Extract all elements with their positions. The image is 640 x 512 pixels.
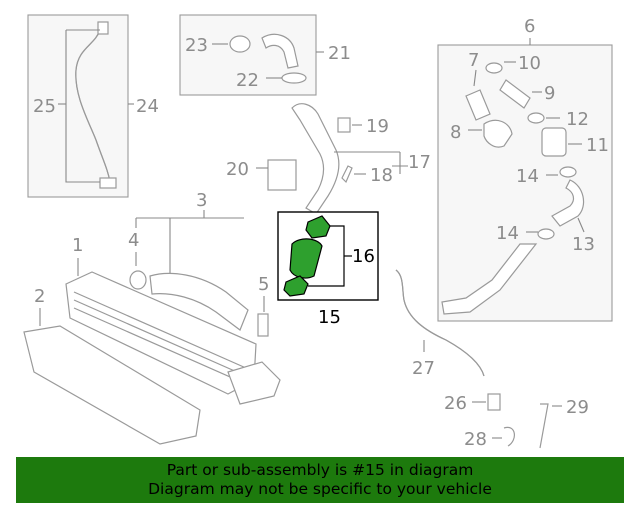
leader-25 (65, 29, 100, 183)
callout-3: 3 (196, 190, 207, 211)
leader-17 (334, 151, 408, 174)
hose-group-21: 23 22 21 (179, 14, 351, 96)
pipe-17 (291, 103, 340, 215)
callout-26: 26 (444, 393, 467, 414)
bolt-18 (341, 165, 353, 184)
callout-24: 24 (136, 96, 159, 117)
callout-20: 20 (226, 159, 249, 180)
hose-28 (503, 426, 515, 447)
callout-23: 23 (185, 35, 208, 56)
clamp-14-bottom (537, 228, 555, 240)
clamp-4 (129, 270, 147, 290)
group-6: 6 7 10 9 8 12 11 14 14 13 (437, 16, 613, 322)
hose-clamp-top (97, 21, 109, 35)
callout-17: 17 (408, 152, 431, 173)
callout-18: 18 (370, 165, 393, 186)
hose-15 (289, 238, 323, 279)
leader-3 (135, 210, 244, 276)
hose-29 (539, 403, 549, 449)
hose-7 (465, 89, 491, 121)
sensor-5 (257, 313, 269, 337)
callout-4: 4 (128, 230, 139, 251)
callout-28: 28 (464, 429, 487, 450)
callout-2: 2 (34, 286, 45, 307)
callout-1: 1 (72, 235, 83, 256)
hose-9 (499, 79, 531, 109)
callout-25: 25 (33, 96, 56, 117)
pipe-group-17: 19 20 18 17 (226, 103, 431, 215)
callout-10: 10 (518, 53, 541, 74)
callout-22: 22 (236, 70, 259, 91)
hose-8 (483, 119, 513, 148)
callout-12: 12 (566, 109, 589, 130)
hose-21 (261, 33, 299, 69)
banner-line-2: Diagram may not be specific to your vehi… (148, 480, 492, 498)
callout-11: 11 (586, 135, 609, 156)
sensor-19 (337, 117, 351, 133)
callout-9: 9 (544, 83, 555, 104)
callout-16: 16 (352, 246, 375, 267)
info-banner: Part or sub-assembly is #15 in diagram D… (16, 457, 624, 503)
callout-5: 5 (258, 274, 269, 295)
coupler-11 (541, 127, 567, 157)
callout-19: 19 (366, 116, 389, 137)
hose-24-outline (75, 29, 111, 183)
intercooler-outlet (227, 361, 281, 405)
hose-3 (149, 272, 249, 331)
hose-clamp-bottom (99, 177, 117, 189)
clamp-14-top (559, 166, 577, 178)
leader-7 (473, 69, 477, 87)
clamp-23 (229, 35, 251, 53)
connector-26 (487, 393, 501, 411)
callout-27: 27 (412, 358, 435, 379)
callout-14-bottom: 14 (496, 223, 519, 244)
box-6 (437, 44, 613, 322)
callout-15: 15 (318, 307, 341, 328)
callout-13: 13 (572, 234, 595, 255)
callout-14-top: 14 (516, 166, 539, 187)
clamp-12 (527, 112, 545, 124)
leader-13 (577, 217, 585, 233)
pipe-6 (441, 243, 538, 315)
clamp-22 (281, 72, 307, 84)
callout-7: 7 (468, 50, 479, 71)
callout-29: 29 (566, 397, 589, 418)
intercooler-group: 3 4 5 1 2 (23, 190, 281, 445)
banner-line-1: Part or sub-assembly is #15 in diagram (166, 461, 474, 479)
hose-13 (551, 179, 585, 227)
intercooler-fins (73, 291, 247, 385)
clamp-10 (485, 62, 503, 74)
bracket-20 (267, 159, 297, 191)
group-15-highlighted: 16 15 (277, 211, 379, 328)
clamp-16-top (305, 215, 331, 239)
clamp-16-bottom (283, 275, 309, 297)
callout-21: 21 (328, 43, 351, 64)
hose-group-24: 25 24 (27, 14, 159, 198)
deflector-2 (23, 325, 201, 445)
box-24 (27, 14, 129, 198)
callout-8: 8 (450, 122, 461, 143)
parts-diagram: 25 24 23 22 21 19 20 18 17 6 (23, 14, 613, 450)
tube-group-27: 27 26 28 29 (395, 269, 589, 450)
callout-6: 6 (524, 16, 535, 37)
tube-27-outline (395, 269, 485, 377)
